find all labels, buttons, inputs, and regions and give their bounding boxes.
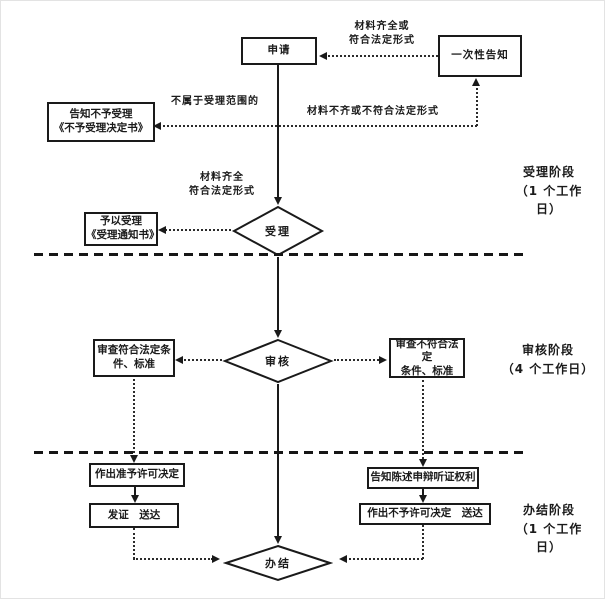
- connector-accept-to-notice: [160, 229, 231, 231]
- note-out-of-scope: 不属于受理范围的: [171, 96, 259, 107]
- node-deny-decision-label: 作出不予许可决定 送达: [367, 507, 483, 520]
- arrowhead-right-review-fail: [379, 356, 387, 364]
- connector-apply-to-accept: [277, 65, 279, 201]
- node-review-pass: 审查符合法定条 件、标准: [93, 339, 175, 377]
- connector-up-to-notify: [476, 83, 478, 126]
- arrowhead-left-reject: [153, 122, 161, 130]
- note-line: 材料齐全: [200, 172, 244, 183]
- note-complete-form-mid: 材料齐全 符合法定形式: [181, 171, 263, 198]
- connector-grant-to-issue: [134, 487, 136, 497]
- node-reject-line2: 《不予受理决定书》: [53, 122, 149, 134]
- connector-audit-to-complete: [277, 384, 279, 536]
- connector-deny-down: [422, 525, 424, 559]
- decision-audit: 审核: [222, 338, 334, 384]
- node-issue-deliver: 发证 送达: [89, 503, 179, 528]
- connector-audit-to-pass: [177, 359, 222, 361]
- stage-line: 审核阶段: [521, 343, 574, 357]
- stage-divider-1: [34, 253, 523, 256]
- node-apply: 申请: [241, 37, 317, 65]
- arrowhead-down-grant: [130, 455, 138, 463]
- decision-complete: 办结: [223, 544, 333, 582]
- stage-line: 办结阶段: [522, 503, 575, 517]
- arrowhead-down-hearing: [419, 459, 427, 467]
- decision-accept: 受理: [231, 205, 325, 257]
- node-review-fail: 审查不符合法定 条件、标准: [389, 338, 465, 378]
- node-hearing-notice-label: 告知陈述申辩听证权利: [370, 471, 476, 484]
- node-review-fail-line1: 审查不符合法定: [395, 337, 459, 364]
- note-line: 材料齐全或: [354, 21, 410, 32]
- arrowhead-left-complete: [339, 555, 347, 563]
- note-incomplete-form: 材料不齐或不符合法定形式: [307, 106, 439, 117]
- connector-deny-to-complete: [342, 558, 423, 560]
- arrowhead-down-accept: [274, 197, 282, 205]
- node-grant-decision: 作出准予许可决定: [89, 463, 185, 487]
- arrowhead-down-deny: [419, 495, 427, 503]
- connector-pass-to-grant: [133, 379, 135, 457]
- arrowhead-down-issue: [131, 495, 139, 503]
- connector-fail-to-hearing: [422, 380, 424, 459]
- stage-label-audit: 审核阶段 （4 个工作日）: [493, 341, 603, 378]
- arrowhead-right-complete: [212, 555, 220, 563]
- decision-audit-label: 审核: [265, 355, 291, 368]
- stage-line: 日）: [535, 540, 562, 555]
- arrowhead-up-notify: [472, 78, 480, 86]
- stage-line: 受理阶段: [522, 165, 575, 179]
- stage-line: （4 个工作日）: [501, 361, 595, 376]
- diamond-shape: [223, 544, 333, 582]
- node-reject-notice: 告知不予受理 《不予受理决定书》: [47, 102, 155, 142]
- connector-hearing-to-deny: [422, 489, 424, 497]
- node-notify-once: 一次性告知: [438, 35, 522, 77]
- connector-audit-to-fail: [334, 359, 379, 361]
- node-reject-line1: 告知不予受理: [69, 108, 133, 121]
- node-deny-decision: 作出不予许可决定 送达: [359, 503, 491, 525]
- arrowhead-left-apply: [319, 52, 327, 60]
- arrowhead-down-complete: [274, 536, 282, 544]
- connector-notify-to-apply: [321, 55, 438, 57]
- node-review-fail-line2: 条件、标准: [400, 364, 454, 377]
- decision-complete-label: 办结: [265, 557, 291, 570]
- node-accept-notice-line2: 《受理通知书》: [86, 229, 160, 241]
- node-notify-once-label: 一次性告知: [451, 49, 509, 62]
- node-accept-notice: 予以受理 《受理通知书》: [84, 212, 160, 246]
- node-accept-notice-line1: 予以受理: [100, 215, 142, 228]
- arrowhead-down-audit: [274, 330, 282, 338]
- stage-label-completion: 办结阶段 （1 个工作 日）: [501, 501, 597, 557]
- arrowhead-left-accept-notice: [158, 226, 166, 234]
- node-review-pass-line2: 件、标准: [113, 358, 155, 370]
- connector-accept-to-audit: [277, 257, 279, 333]
- stage-divider-2: [34, 451, 523, 454]
- stage-line: 日）: [535, 202, 562, 217]
- decision-accept-label: 受理: [265, 225, 291, 238]
- connector-issue-to-complete: [133, 558, 213, 560]
- stage-line: （1 个工作: [515, 521, 583, 536]
- node-review-pass-line1: 审查符合法定条: [97, 344, 171, 357]
- diamond-shape: [222, 338, 334, 384]
- note-complete-form-top: 材料齐全或 符合法定形式: [335, 20, 429, 47]
- note-line: 符合法定形式: [189, 185, 255, 197]
- arrowhead-left-review-pass: [175, 356, 183, 364]
- node-grant-decision-label: 作出准予许可决定: [95, 468, 179, 481]
- node-issue-deliver-label: 发证 送达: [107, 508, 161, 521]
- stage-line: （1 个工作: [515, 183, 583, 198]
- connector-issue-down: [133, 528, 135, 559]
- stage-label-acceptance: 受理阶段 （1 个工作 日）: [501, 163, 597, 219]
- note-line: 符合法定形式: [349, 34, 415, 46]
- connector-incomplete-horizontal: [155, 125, 477, 127]
- node-hearing-notice: 告知陈述申辩听证权利: [367, 467, 479, 489]
- node-apply-label: 申请: [267, 44, 291, 57]
